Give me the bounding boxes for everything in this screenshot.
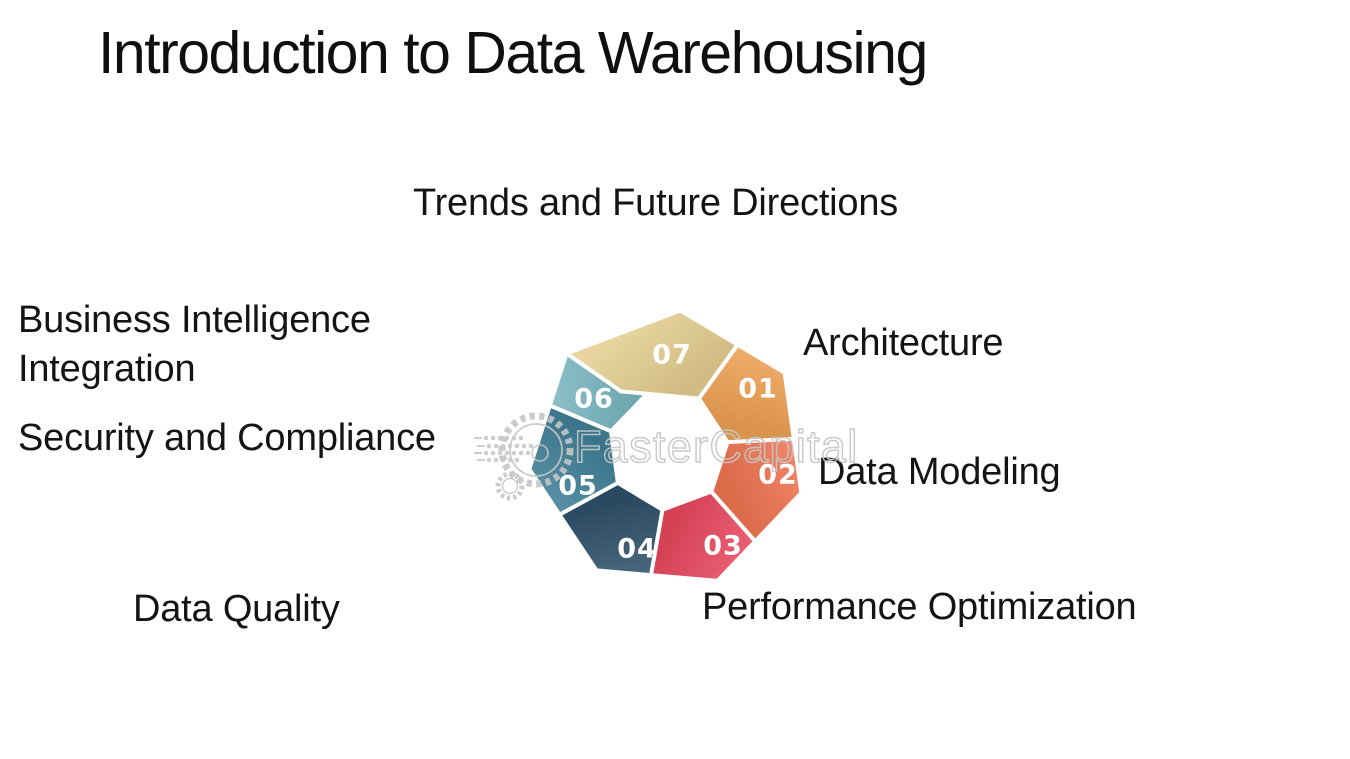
label-performance-optimization: Performance Optimization — [702, 586, 1137, 628]
label-security-and-compliance: Security and Compliance — [18, 417, 436, 459]
blade-07 — [562, 308, 741, 401]
step-number-04: 04 — [617, 534, 657, 565]
step-number-05: 05 — [558, 471, 598, 502]
step-number-06: 06 — [574, 384, 614, 415]
label-data-modeling: Data Modeling — [818, 451, 1061, 493]
label-business-intelligence-integration: Business Intelligence Integration — [18, 299, 371, 390]
label-architecture: Architecture — [803, 322, 1004, 364]
step-number-01: 01 — [738, 374, 778, 405]
step-number-02: 02 — [758, 460, 798, 491]
step-number-03: 03 — [703, 531, 743, 562]
label-data-quality: Data Quality — [133, 588, 340, 630]
step-number-07: 07 — [652, 340, 692, 371]
label-trends-and-future-directions: Trends and Future Directions — [413, 182, 899, 224]
page-title: Introduction to Data Warehousing — [98, 20, 928, 86]
